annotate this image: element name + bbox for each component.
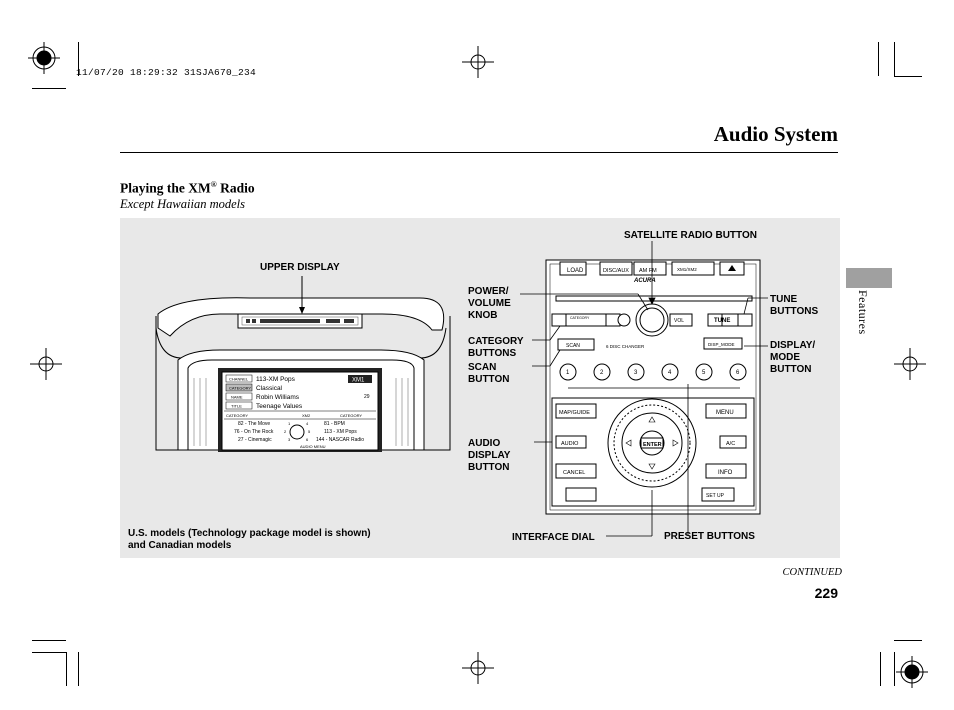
callout-display-3: BUTTON bbox=[770, 364, 811, 375]
screen-field-tag-1: CATEGORY bbox=[229, 386, 251, 391]
nav-mid-label: XM2 bbox=[302, 413, 311, 418]
section-heading-text: Playing the XM bbox=[120, 180, 211, 196]
screen-fields: CHANNEL CATEGORY NAME TITLE 113-XM Pops … bbox=[224, 374, 376, 449]
disp-mode-label: DISP_MODE bbox=[708, 342, 735, 347]
nav-right-label: CATEGORY bbox=[340, 413, 362, 418]
screen-field-value-3: Teenage Values bbox=[256, 403, 303, 410]
continued-label: CONTINUED bbox=[782, 567, 842, 578]
category-btn-label: CATEGORY bbox=[570, 316, 590, 320]
preset-btn-2: 2 bbox=[600, 370, 604, 376]
preset-num-3: 3 bbox=[288, 437, 291, 442]
side-tab bbox=[846, 268, 892, 288]
callout-interface-dial: INTERFACE DIAL bbox=[512, 532, 595, 543]
callout-category-1: CATEGORY bbox=[468, 336, 524, 347]
screen-counter: 29 bbox=[364, 394, 370, 400]
setup-label: SET UP bbox=[706, 493, 725, 499]
menu-label: MENU bbox=[716, 410, 734, 416]
ac-label: A/C bbox=[726, 441, 735, 447]
preset-right-0: 81 - BPM bbox=[324, 421, 345, 427]
title-rule bbox=[120, 152, 838, 153]
callout-audio-2: DISPLAY bbox=[468, 450, 511, 461]
scan-label: SCAN bbox=[566, 343, 580, 349]
preset-btn-5: 5 bbox=[702, 370, 706, 376]
figure-artwork: CHANNEL CATEGORY NAME TITLE 113-XM Pops … bbox=[128, 230, 818, 551]
screen-field-tag-3: TITLE bbox=[231, 404, 242, 409]
brand-label: ACURA bbox=[633, 278, 656, 284]
changer-label: 6 DISC CHANGER bbox=[606, 344, 645, 349]
preset-right-1: 113 - XM Pops bbox=[324, 429, 357, 435]
preset-right-2: 144 - NASCAR Radio bbox=[316, 437, 364, 443]
head-unit: LOAD DISC/AUX AM FM XM1/XM2 ACURA CATEGO… bbox=[545, 259, 761, 515]
preset-buttons: 1 2 3 4 5 6 bbox=[559, 363, 747, 381]
band-badge: XM1 bbox=[352, 378, 365, 384]
callout-display-1: DISPLAY/ bbox=[770, 340, 815, 351]
preset-num-4: 4 bbox=[306, 421, 309, 426]
callout-display-2: MODE bbox=[770, 352, 800, 363]
preset-left-2: 27 - Cinemagic bbox=[238, 437, 272, 443]
cancel-label: CANCEL bbox=[563, 470, 585, 476]
preset-num-2: 2 bbox=[284, 429, 287, 434]
callout-tune-2: BUTTONS bbox=[770, 306, 818, 317]
preset-btn-1: 1 bbox=[566, 370, 570, 376]
preset-btn-6: 6 bbox=[736, 370, 740, 376]
callout-power-3: KNOB bbox=[468, 310, 497, 321]
section-heading: Playing the XM® Radio bbox=[120, 180, 255, 197]
map-guide-label: MAP/GUIDE bbox=[559, 410, 590, 416]
page-number: 229 bbox=[814, 585, 838, 601]
callout-preset: PRESET BUTTONS bbox=[664, 531, 755, 542]
audio-label: AUDIO bbox=[561, 441, 579, 447]
screen-field-value-1: Classical bbox=[256, 385, 283, 392]
callout-upper-display: UPPER DISPLAY bbox=[260, 262, 340, 273]
page-title: Audio System bbox=[713, 122, 838, 146]
callout-scan-2: BUTTON bbox=[468, 374, 509, 385]
figure-panel: CHANNEL CATEGORY NAME TITLE 113-XM Pops … bbox=[120, 218, 840, 558]
caption-line-1: U.S. models (Technology package model is… bbox=[128, 528, 371, 539]
screen-field-tag-2: NAME bbox=[231, 395, 243, 400]
callout-scan-1: SCAN bbox=[468, 362, 496, 373]
screen-field-value-0: 113-XM Pops bbox=[256, 376, 296, 383]
callout-power-1: POWER/ bbox=[468, 286, 509, 297]
callout-category-2: BUTTONS bbox=[468, 348, 516, 359]
load-label: LOAD bbox=[567, 268, 584, 274]
xm-label: XM1/XM2 bbox=[677, 267, 697, 272]
preset-num-1: 1 bbox=[288, 421, 291, 426]
preset-num-5: 5 bbox=[308, 429, 311, 434]
disc-aux-label: DISC/AUX bbox=[603, 268, 629, 274]
caption-line-2: and Canadian models bbox=[128, 540, 232, 551]
screen-bottom-label: AUDIO MENU bbox=[300, 444, 326, 449]
vol-label: VOL bbox=[674, 318, 684, 324]
preset-btn-4: 4 bbox=[668, 370, 672, 376]
callout-satellite: SATELLITE RADIO BUTTON bbox=[624, 230, 757, 241]
preset-btn-3: 3 bbox=[634, 370, 638, 376]
section-heading-suffix: Radio bbox=[216, 180, 255, 196]
info-label: INFO bbox=[718, 470, 733, 476]
section-subheading: Except Hawaiian models bbox=[120, 197, 245, 211]
screen-field-value-2: Robin Williams bbox=[256, 394, 300, 401]
preset-left-1: 76 - On The Rock bbox=[234, 429, 274, 435]
preset-num-6: 6 bbox=[306, 437, 309, 442]
enter-label: ENTER bbox=[643, 442, 662, 448]
preset-left-0: 82 - The Move bbox=[238, 421, 270, 427]
print-stamp: 11/07/20 18:29:32 31SJA670_234 bbox=[76, 67, 257, 78]
nav-left-label: CATEGORY bbox=[226, 413, 248, 418]
am-fm-label: AM FM bbox=[639, 268, 657, 274]
callout-audio-1: AUDIO bbox=[468, 438, 500, 449]
callout-tune-1: TUNE bbox=[770, 294, 798, 305]
callout-audio-3: BUTTON bbox=[468, 462, 509, 473]
screen-field-tag-0: CHANNEL bbox=[229, 377, 249, 382]
side-tab-label: Features bbox=[856, 290, 870, 335]
registered-mark: ® bbox=[210, 180, 217, 189]
tune-label: TUNE bbox=[714, 318, 730, 324]
callout-power-2: VOLUME bbox=[468, 298, 511, 309]
